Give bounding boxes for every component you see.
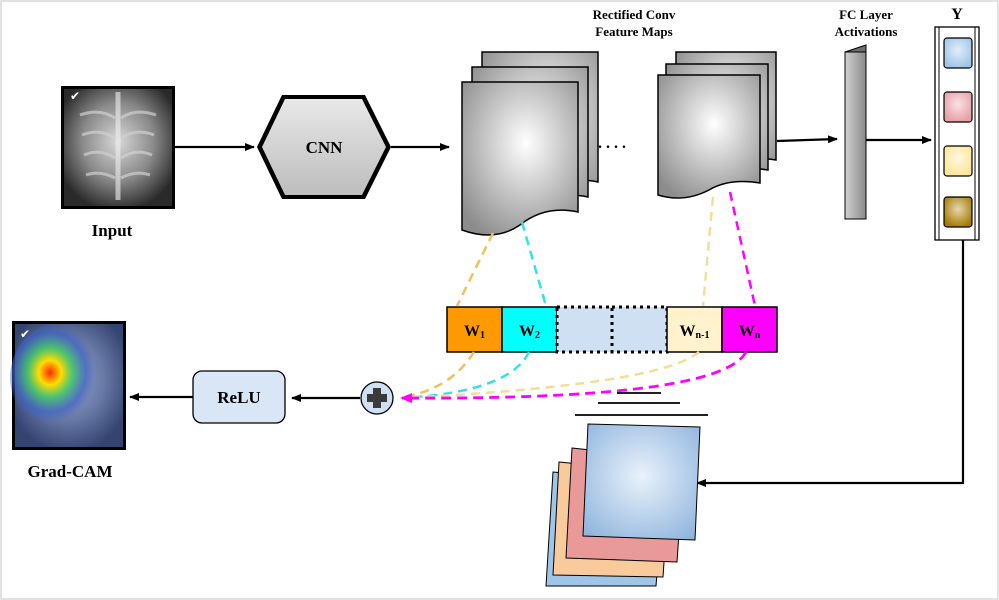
dash-w2-sum [401,351,531,400]
dash-wn-sum [400,351,748,404]
relu-label: ReLU [217,388,260,407]
dash-fm1-w2 [520,221,548,307]
weight-label-2: W2 [519,323,540,341]
output-class-highlight-blue [945,39,971,67]
feature-map-stack-2 [657,51,777,199]
dash-fm2-wn1 [701,196,715,307]
weight-label-1: W1 [464,323,485,341]
weight-cell-4 [610,305,669,354]
svg-text:✔: ✔ [20,327,30,341]
dash-fm1-w1 [455,232,495,307]
arrow-featuremaps-fc [776,135,838,144]
equals-lines [575,392,708,416]
weight-cell-6 [721,306,778,353]
input-label: Input [92,221,133,240]
dash-wn1-sum [401,351,700,400]
weight-cell-5 [666,306,723,353]
output-class-highlight-gold [945,198,971,226]
arrow-output-gradients [696,240,965,487]
output-cells [943,37,973,228]
ellipsis: . . . . [598,135,626,152]
feature-map-stack-1 [461,51,599,236]
output-class-highlight-red [945,93,971,121]
feature-maps-label-line2: Feature Maps [595,24,672,39]
fc-layer-bar [844,44,867,220]
gradient-sheets [545,423,701,587]
weight-cell-2 [501,306,558,353]
sum-node [360,381,394,415]
cnn-label: CNN [306,138,344,157]
svg-text:✔: ✔ [70,89,80,103]
output-class-highlight-yellow [945,147,971,175]
weight-cell-3 [555,305,614,354]
gradcam-label: Grad-CAM [28,462,113,481]
fc-label-line1: FC Layer [839,7,893,22]
fc-label-line2: Activations [835,24,898,39]
input-xray-image: ✔ [61,86,175,209]
cnn-block: CNN [257,95,391,199]
output-label: Y [951,6,963,23]
dash-fm2-wn [728,191,757,307]
gradcam-image: ✔ [10,321,126,450]
relu-box: ReLU [192,370,286,424]
feature-maps-label-line1: Rectified Conv [593,7,676,22]
